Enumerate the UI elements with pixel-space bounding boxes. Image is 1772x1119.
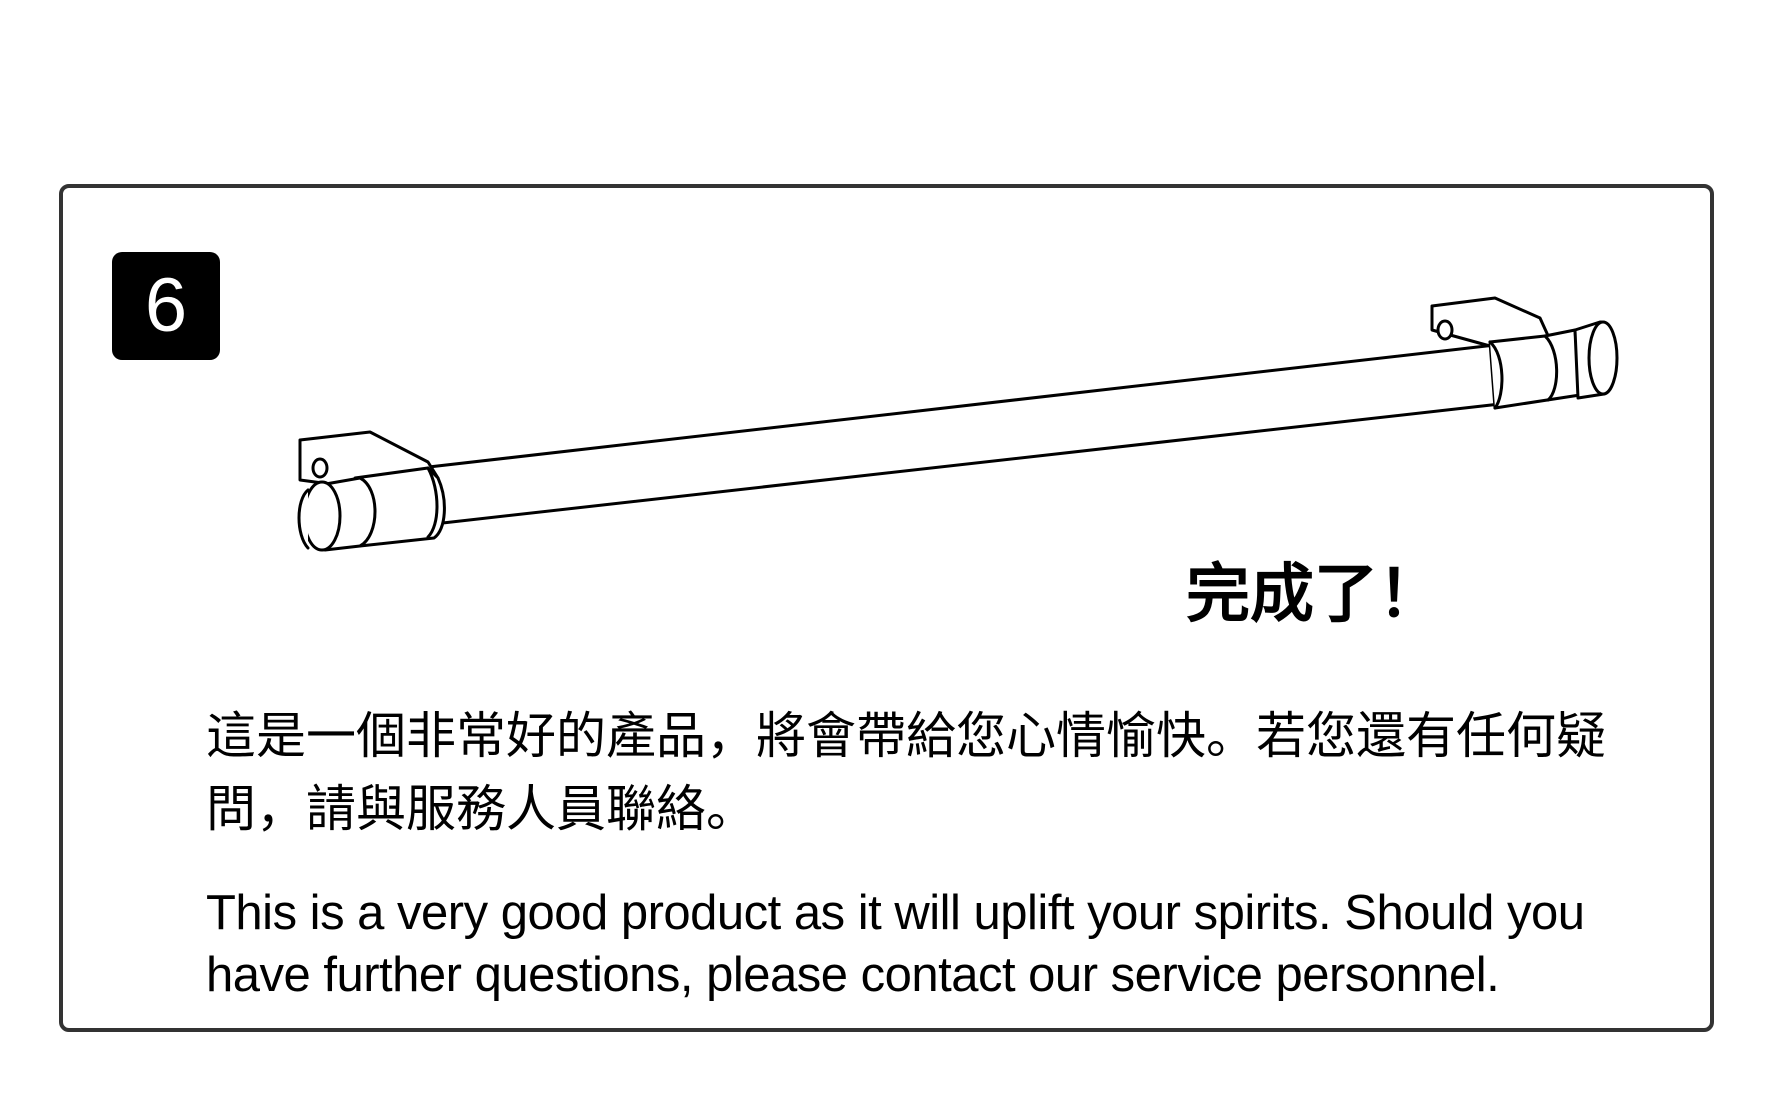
message-chinese: 這是一個非常好的產品，將會帶給您心情愉快。若您還有任何疑問，請與服務人員聯絡。 <box>206 707 1606 838</box>
towel-bar-illustration <box>297 296 1619 552</box>
completion-label: 完成了！ <box>1186 558 1442 632</box>
instruction-panel <box>59 184 1714 1032</box>
step-number-badge: 6 <box>112 252 220 360</box>
message-english: This is a very good product as it will u… <box>206 886 1585 1002</box>
